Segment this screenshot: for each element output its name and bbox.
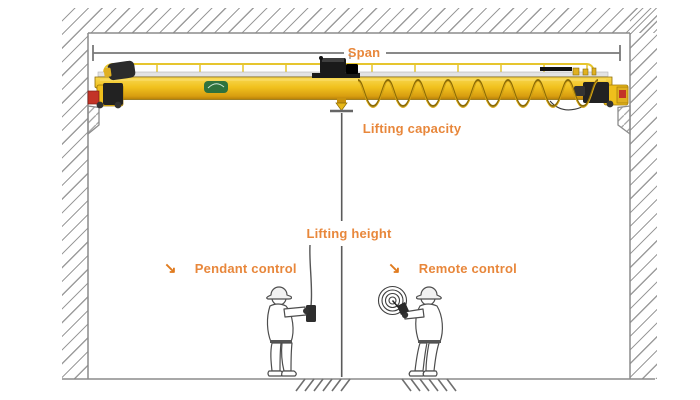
ceiling-hatch bbox=[62, 8, 657, 33]
pendant-control-label: Pendant control bbox=[194, 261, 297, 276]
operator-hand bbox=[303, 308, 309, 314]
remote-control-label-row: ↘ Remote control bbox=[388, 261, 517, 277]
right-buffer bbox=[619, 90, 626, 98]
remote-operator bbox=[377, 285, 443, 377]
remote-transmitter bbox=[397, 302, 409, 315]
span-dimension bbox=[92, 45, 621, 61]
left-buffer bbox=[87, 90, 100, 105]
operator-arm bbox=[403, 308, 425, 320]
remote-control-label: Remote control bbox=[418, 261, 517, 276]
conductor-bar bbox=[540, 67, 572, 71]
hook-icon bbox=[330, 98, 353, 113]
crane-bridge bbox=[87, 56, 629, 113]
hard-hat-icon bbox=[415, 286, 442, 300]
left-end-truck bbox=[87, 60, 136, 109]
ground-hatch bbox=[295, 378, 457, 392]
pendant-control-label-row: ↘ Pendant control bbox=[164, 261, 297, 277]
hard-hat-icon bbox=[266, 286, 293, 300]
operator-arm bbox=[283, 306, 307, 318]
left-wall-hatch bbox=[62, 8, 88, 379]
pendant-arrow-icon: ↘ bbox=[164, 260, 177, 277]
remote-arrow-icon: ↘ bbox=[388, 260, 401, 277]
left-drive-motor bbox=[103, 83, 123, 105]
power-cable-loop bbox=[549, 100, 583, 111]
festoon-hardware bbox=[540, 67, 597, 76]
right-corbel bbox=[617, 105, 631, 136]
belt bbox=[270, 340, 292, 343]
pendant-operator bbox=[266, 286, 309, 377]
hoist-motor bbox=[107, 60, 136, 81]
pendant-cable bbox=[309, 244, 313, 307]
belt bbox=[418, 340, 441, 343]
hoist-trolley bbox=[312, 56, 360, 78]
right-wall-hatch bbox=[630, 8, 657, 379]
span-label: Span bbox=[347, 45, 381, 60]
right-drive-motor bbox=[583, 82, 609, 103]
trolley-motor bbox=[346, 64, 358, 74]
lifting-capacity-label: Lifting capacity bbox=[362, 121, 462, 136]
festoon-cable bbox=[357, 78, 599, 108]
pendant-box bbox=[306, 305, 316, 322]
signal-waves-icon bbox=[377, 285, 408, 316]
antenna bbox=[391, 300, 399, 308]
lifting-height-label: Lifting height bbox=[306, 226, 392, 241]
brand-logo-icon bbox=[204, 81, 228, 93]
runway-corbels bbox=[87, 105, 631, 136]
pendant-controller bbox=[306, 244, 316, 322]
left-corbel bbox=[87, 105, 100, 136]
